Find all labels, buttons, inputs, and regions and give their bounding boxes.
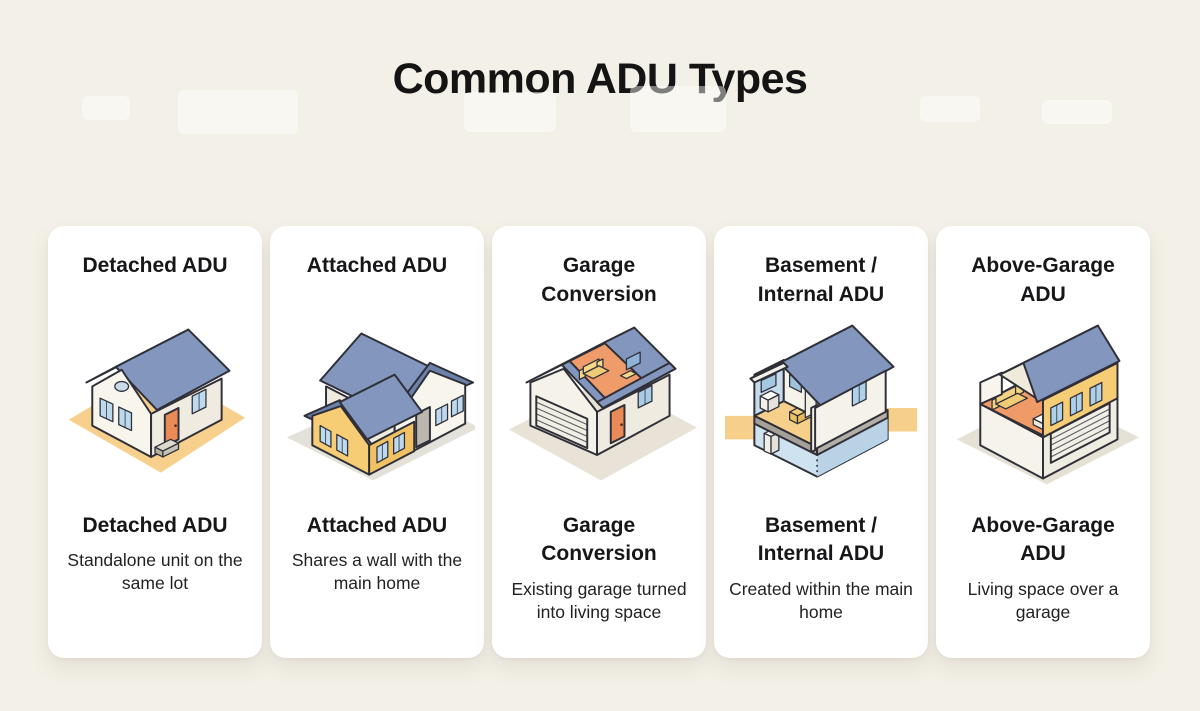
- detached-house-illustration: [57, 314, 253, 500]
- card-top-title: Garage Conversion: [541, 254, 657, 306]
- card-heading: Attached ADU: [306, 514, 448, 537]
- infographic-page: { "page": { "title": "Common ADU Types" …: [0, 55, 1200, 711]
- card-heading: Detached ADU: [82, 514, 228, 537]
- garage-cutaway-illustration: [501, 314, 697, 500]
- watermark-smudge: [82, 96, 130, 120]
- card-heading: Above-Garage ADU: [971, 514, 1115, 566]
- card-top-title: Above-Garage ADU: [971, 254, 1115, 306]
- card-garage-conversion: Garage Conversion: [492, 226, 706, 658]
- basement-cutaway-illustration: [723, 314, 919, 500]
- watermark-smudge: [630, 86, 726, 132]
- card-description: Standalone unit on the same lot: [67, 550, 243, 594]
- card-heading: Garage Conversion: [541, 514, 657, 566]
- attached-house-illustration: [279, 314, 475, 500]
- card-description: Existing garage turned into living space: [511, 578, 687, 622]
- card-description: Living space over a garage: [967, 578, 1119, 622]
- card-above-garage-adu: Above-Garage ADU: [936, 226, 1150, 658]
- card-basement-internal-adu: Basement / Internal ADU: [714, 226, 928, 658]
- card-top-title: Basement / Internal ADU: [757, 254, 885, 306]
- card-top-title: Detached ADU: [82, 254, 228, 277]
- card-heading: Basement / Internal ADU: [757, 514, 885, 566]
- card-attached-adu: Attached ADU: [270, 226, 484, 658]
- watermark-smudge: [1042, 100, 1112, 124]
- watermark-smudge: [464, 92, 556, 132]
- card-top-title: Attached ADU: [306, 254, 448, 277]
- watermark-smudge: [920, 96, 980, 122]
- card-detached-adu: Detached ADU Detach: [48, 226, 262, 658]
- watermark-smudge: [178, 90, 298, 134]
- above-garage-illustration: [945, 314, 1141, 500]
- adu-cards-row: Detached ADU Detach: [48, 226, 1152, 658]
- card-description: Shares a wall with the main home: [291, 550, 463, 594]
- page-title: Common ADU Types: [392, 55, 808, 103]
- card-description: Created within the main home: [729, 578, 913, 622]
